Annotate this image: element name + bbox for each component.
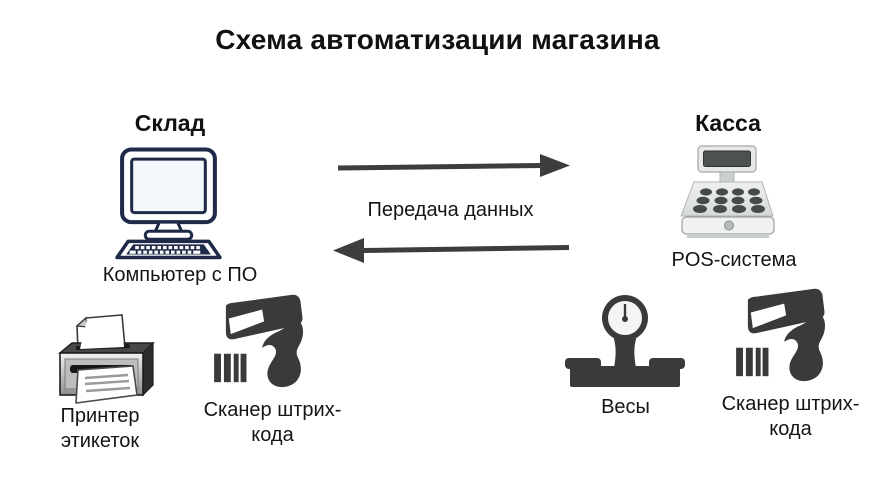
arrow-right-icon	[337, 154, 570, 177]
page-title: Схема автоматизации магазина	[215, 24, 660, 55]
pos-terminal-icon	[680, 145, 775, 238]
label-printer-icon	[57, 314, 155, 404]
scanner-label: Сканер штрих-кода	[721, 393, 860, 440]
data-transfer-label: Передача данных	[367, 199, 534, 221]
scale-label: Весы	[601, 396, 650, 418]
warehouse-heading: Склад	[134, 110, 206, 136]
data-transfer-arrows	[333, 154, 570, 263]
arrow-left-icon	[333, 238, 570, 263]
pos-label: POS-система	[671, 249, 797, 271]
checkout-heading: Касса	[695, 110, 761, 136]
scale-icon	[565, 295, 685, 387]
printer-label: Принтер этикеток	[60, 405, 140, 452]
computer-label: Компьютер с ПО	[102, 264, 258, 286]
scanner-label: Сканер штрих-кода	[203, 399, 342, 446]
barcode-scanner-icon	[718, 285, 866, 385]
barcode-scanner-icon	[196, 291, 344, 391]
desktop-computer-icon	[115, 147, 222, 260]
